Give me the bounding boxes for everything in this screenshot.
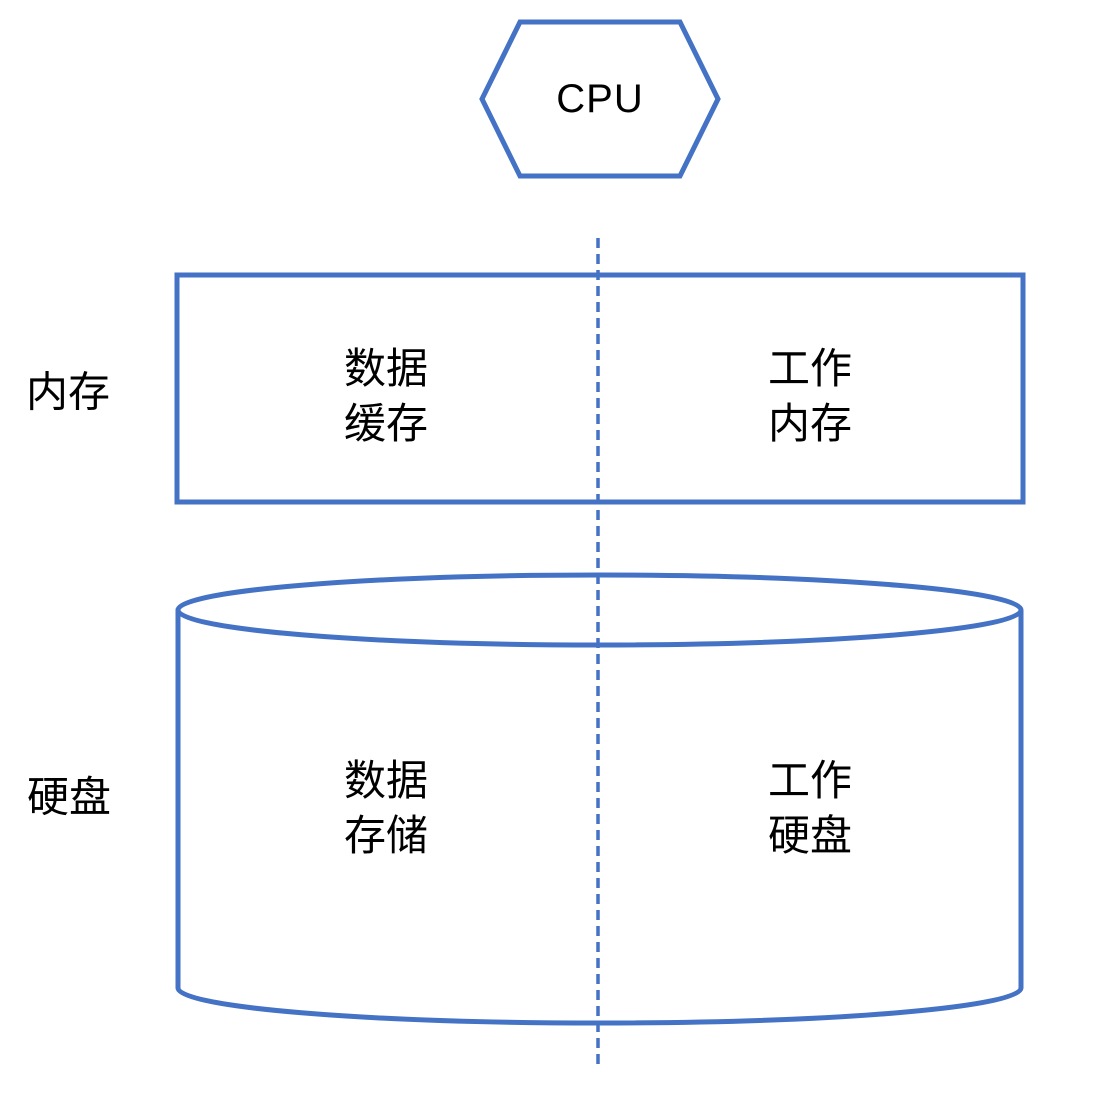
memory-working-memory-label: 工作 内存 — [767, 345, 853, 447]
cpu-label: CPU — [556, 77, 644, 121]
memory-box-shape — [174, 272, 1026, 505]
disk-data-storage-label: 数据 存储 — [343, 757, 429, 859]
cpu-hexagon-shape — [479, 19, 721, 179]
disk-working-disk-label: 工作 硬盘 — [767, 757, 853, 859]
memory-row-label: 内存 — [25, 368, 111, 416]
memory-data-cache-label: 数据 缓存 — [343, 345, 429, 447]
disk-row-label: 硬盘 — [26, 773, 112, 821]
